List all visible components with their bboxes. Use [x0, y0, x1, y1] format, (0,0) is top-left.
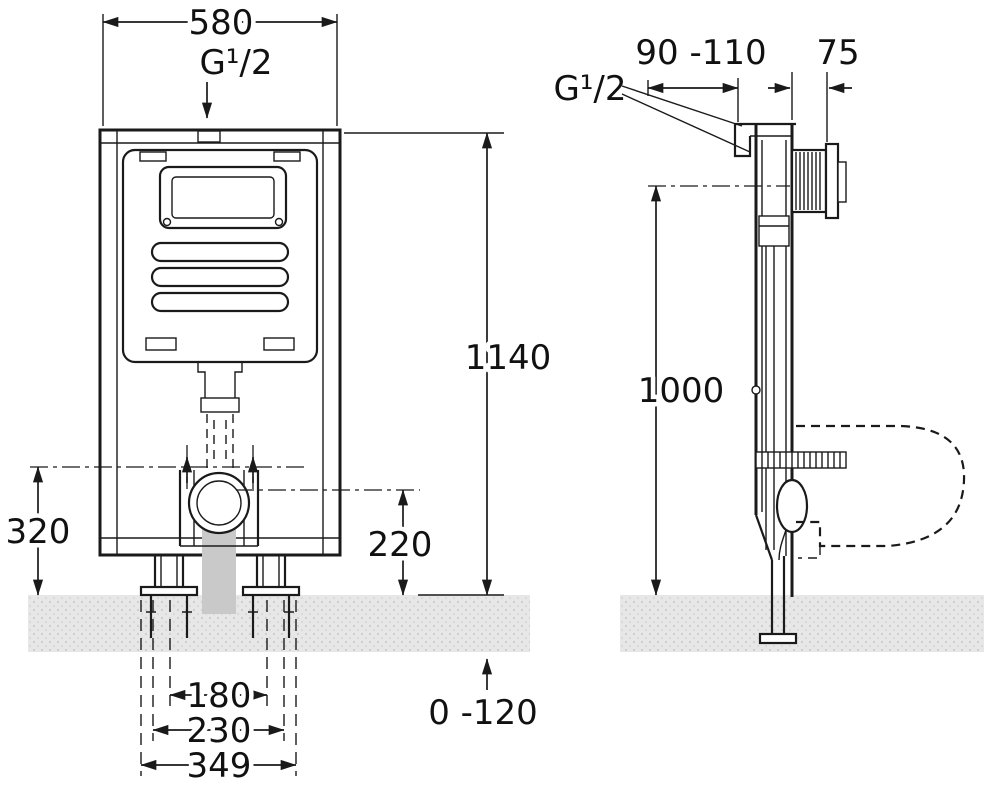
slot-2	[150, 266, 290, 288]
foot-plate-side	[758, 632, 798, 645]
strip-ribs	[761, 452, 841, 468]
dim-height-1140: 1140	[344, 132, 556, 596]
inlet-leader-2	[621, 93, 751, 153]
foot-plate-left	[139, 585, 199, 597]
dim-inlet-front: G¹/2	[195, 39, 277, 119]
pan-fixing-strip	[755, 451, 847, 469]
side-view: 1000 90 -110 75 G¹/2	[549, 29, 966, 645]
dim-bolt-height-320: 320	[1, 466, 75, 596]
dim-base-width-label: 349	[187, 746, 252, 786]
cistern-side-details	[751, 215, 790, 550]
dim-depth-90-110: 90 -110	[631, 29, 771, 122]
dim-base-width-349: 349	[140, 600, 297, 791]
wc-pan-outline	[796, 424, 966, 559]
outlet-elbow-side	[775, 478, 809, 561]
frame-legs	[139, 555, 301, 638]
slot-1	[150, 241, 290, 263]
dim-width-label: 580	[189, 3, 254, 43]
inlet-leader-1	[621, 85, 743, 127]
water-inlet-side	[790, 142, 847, 220]
dim-bolt-spacing-180: 180	[169, 600, 268, 721]
cistern	[121, 148, 319, 364]
outlet-assembly	[178, 470, 260, 614]
dim-width-580: 580	[102, 0, 338, 126]
dim-inlet-side: G¹/2	[549, 65, 751, 153]
dim-inlet-height-1000: 1000	[633, 185, 790, 596]
floor-band-side	[620, 595, 984, 652]
flush-pipe	[197, 362, 243, 468]
wall-bracket	[733, 124, 752, 158]
dim-anchor-spacing-label: 230	[187, 711, 252, 751]
dim-floor-buildup: 0 -120	[424, 658, 542, 738]
dim-depth-label: 90 -110	[635, 33, 766, 73]
pan-fixing-bolts	[181, 445, 259, 489]
inlet-thread-label-front: G¹/2	[199, 43, 272, 83]
inlet-fitting	[197, 130, 221, 143]
inlet-thread-label-side: G¹/2	[553, 69, 626, 109]
slot-3	[150, 291, 290, 313]
floor-band-front	[28, 595, 530, 652]
dim-outlet-height-220: 220	[363, 489, 437, 596]
frame-leg-side	[758, 556, 798, 645]
dim-outlet-height-label: 220	[368, 525, 433, 565]
dim-bolt-height-label: 320	[6, 512, 71, 552]
dim-anchor-spacing-230: 230	[152, 600, 285, 756]
dim-inlet-height-label: 1000	[638, 371, 725, 411]
dim-inlet-depth-label: 75	[816, 33, 859, 73]
dim-inlet-depth-75: 75	[768, 29, 864, 142]
foot-plate-right	[241, 585, 301, 597]
front-view: 580 G¹/2 1140 320 220 180	[1, 0, 556, 791]
dim-frame-height-label: 1140	[465, 338, 552, 378]
inlet-ribs	[795, 152, 821, 210]
dim-floor-buildup-label: 0 -120	[428, 693, 538, 733]
screw-left	[162, 217, 172, 227]
screw-right	[274, 217, 284, 227]
floor-band	[28, 595, 984, 652]
centerlines-front	[30, 466, 420, 491]
front-fixing-hole	[751, 385, 761, 395]
dim-bolt-spacing-label: 180	[187, 676, 252, 716]
